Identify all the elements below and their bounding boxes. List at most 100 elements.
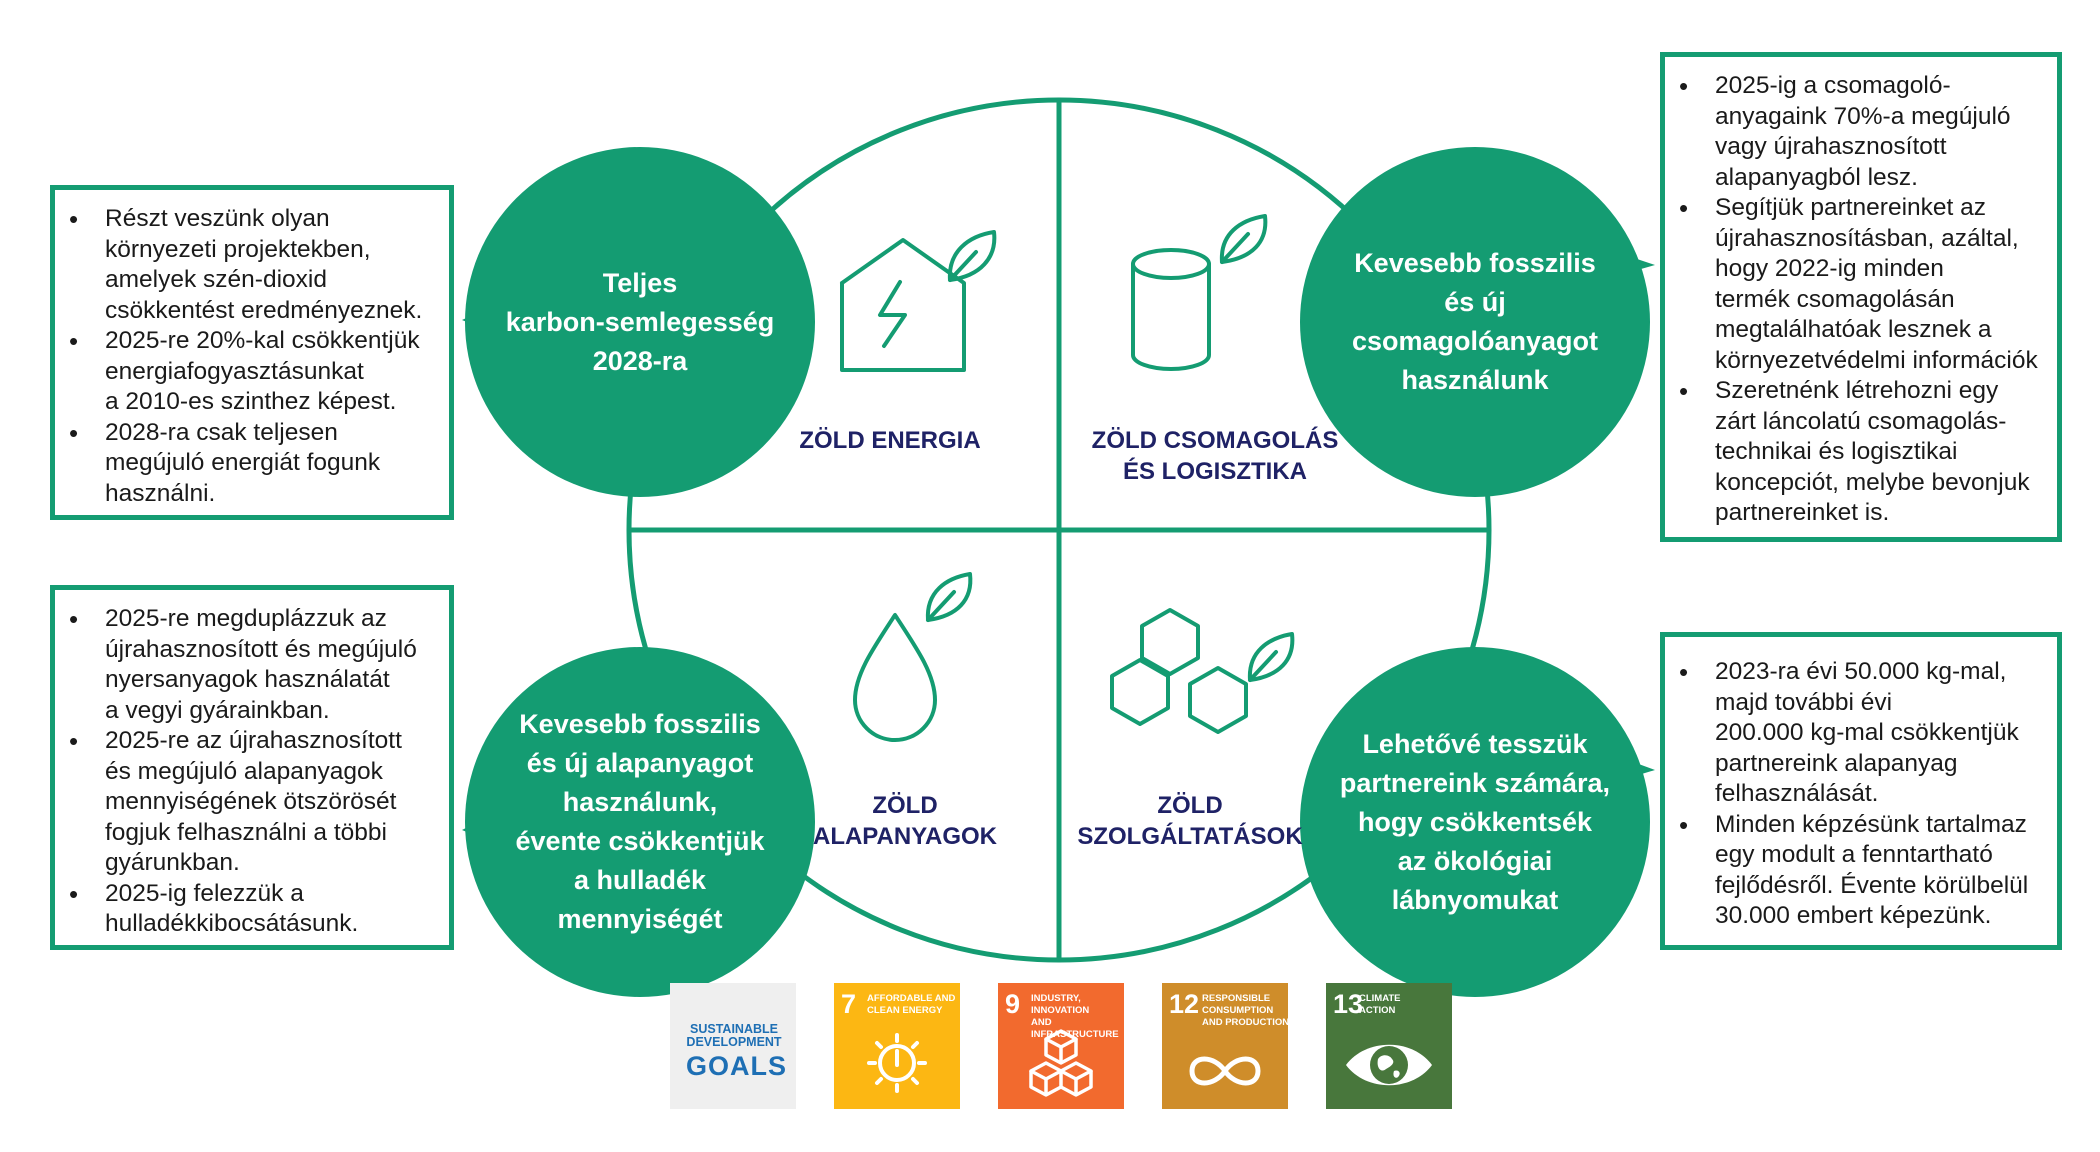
goal-top-right-text: Kevesebb fosszilis és új csomagolóanyago… bbox=[1310, 172, 1640, 472]
category-line: ALAPANYAGOK bbox=[812, 823, 998, 850]
bullet-line: zárt láncolatú csomagolás- bbox=[1715, 407, 2007, 435]
sdg-label-line: ACTION bbox=[1359, 1005, 1396, 1016]
bullet-item: 2025-ig felezzük a hulladékkibocsátásunk… bbox=[69, 879, 449, 940]
bullet-line: használni. bbox=[105, 479, 216, 507]
bullet-line: újrahasznosított és megújuló bbox=[105, 635, 417, 663]
category-line: ZÖLD ENERGIA bbox=[799, 427, 981, 454]
bullet-line: hulladékkibocsátásunk. bbox=[105, 910, 359, 937]
bullet-line: felhasználását. bbox=[1715, 780, 1879, 807]
bullet-line: alapanyagból lesz. bbox=[1715, 163, 1918, 191]
bullet-line: mennyiségének ötszörösét bbox=[105, 788, 397, 815]
bullet-line: megtalálhatóak lesznek a bbox=[1715, 316, 1992, 343]
bullet-item: 2025-re 20%-kal csökkentjük energiafogya… bbox=[69, 326, 449, 418]
bullet-line: 2023-ra évi 50.000 kg-mal, bbox=[1715, 658, 2007, 685]
bullet-item: Részt veszünk olyan környezeti projektek… bbox=[69, 204, 449, 326]
goal-line: évente csökkentjük bbox=[515, 826, 765, 856]
goal-line: karbon-semlegesség bbox=[505, 306, 775, 337]
bullet-line: egy modult a fenntartható bbox=[1715, 841, 1993, 868]
bullet-line: 2025-re megduplázzuk az bbox=[105, 605, 387, 632]
goal-line: a hulladék bbox=[573, 865, 707, 895]
sdg-logo-text: SUSTAINABLE DEVELOPMENT bbox=[686, 1023, 782, 1049]
sdg-label-line: AND INFRASTRUCTURE bbox=[1031, 1017, 1119, 1040]
category-energy: ZÖLD ENERGIA bbox=[760, 425, 1020, 456]
sdg-label: RESPONSIBLE CONSUMPTION AND PRODUCTION bbox=[1202, 993, 1292, 1029]
bullet-line: 2025-re az újrahasznosított bbox=[105, 727, 402, 754]
goal-line: használunk bbox=[1401, 365, 1549, 395]
category-line: ZÖLD CSOMAGOLÁS bbox=[1091, 427, 1339, 454]
bullet-line: Minden képzésünk tartalmaz bbox=[1715, 810, 2027, 838]
bullet-line: újrahasznosításban, azáltal, bbox=[1715, 224, 2019, 252]
bullet-line: partnereink alapanyag bbox=[1715, 749, 1958, 777]
bullet-line: majd további évi bbox=[1715, 688, 1893, 716]
bullet-line: Szeretnénk létrehozni egy bbox=[1715, 377, 1999, 404]
bullet-item: Segítjük partnereinket az újrahasznosítá… bbox=[1679, 193, 2057, 376]
bullet-line: 2025-ig felezzük a bbox=[105, 879, 304, 907]
bullet-item: 2025-ig a csomagoló- anyagaink 70%-a meg… bbox=[1679, 71, 2057, 193]
sdg-label: CLIMATE ACTION bbox=[1359, 993, 1449, 1017]
bullet-line: energiafogyasztásunkat bbox=[105, 357, 364, 385]
goal-line: használunk, bbox=[562, 787, 718, 817]
bullet-line: fejlődésről. Évente körülbelül bbox=[1715, 871, 2029, 899]
sdg-label-line: CLIMATE bbox=[1359, 993, 1401, 1004]
goal-line: Teljes bbox=[602, 267, 678, 298]
sun-power-icon bbox=[867, 1033, 927, 1093]
sdg-number: 7 bbox=[841, 989, 857, 1019]
bullet-line: 30.000 embert képezünk. bbox=[1715, 902, 1992, 929]
bullet-item: 2025-re megduplázzuk az újrahasznosított… bbox=[69, 604, 449, 726]
bullet-line: 200.000 kg-mal csökkentjük bbox=[1715, 719, 2019, 746]
bullet-item: Minden képzésünk tartalmaz egy modult a … bbox=[1679, 810, 2057, 932]
goal-line: lábnyomukat bbox=[1391, 884, 1559, 915]
bullet-line: és megújuló alapanyagok bbox=[105, 757, 383, 785]
goal-line: csomagolóanyagot bbox=[1351, 326, 1599, 356]
bullet-line: gyárunkban. bbox=[105, 849, 240, 876]
goal-circle-bottom-right bbox=[1300, 647, 1650, 997]
sdg-label-line: AFFORDABLE AND bbox=[867, 993, 956, 1004]
sdg-label-line: CONSUMPTION bbox=[1202, 1005, 1274, 1016]
bullet-item: 2028-ra csak teljesen megújuló energiát … bbox=[69, 418, 449, 510]
box-bottom-right: 2023-ra évi 50.000 kg-mal, majd további … bbox=[1660, 632, 2062, 950]
bullet-line: hogy 2022-ig minden bbox=[1715, 255, 1944, 282]
bullet-line: környezetvédelmi információk bbox=[1715, 346, 2038, 374]
infinity-icon bbox=[1189, 1056, 1261, 1086]
house-energy-icon bbox=[840, 230, 997, 372]
cylinder-packaging-icon bbox=[1131, 214, 1268, 371]
sdg-logo-line: SUSTAINABLE bbox=[690, 1022, 778, 1036]
eye-globe-icon bbox=[1346, 1044, 1432, 1086]
sdg-tile-12: 12 RESPONSIBLE CONSUMPTION AND PRODUCTIO… bbox=[1162, 983, 1289, 1109]
sdg-tile-7: 7 AFFORDABLE AND CLEAN ENERGY bbox=[834, 983, 960, 1109]
bullet-line: anyagaink 70%-a megújuló bbox=[1715, 102, 2011, 130]
bullet-line: Segítjük partnereinket az bbox=[1715, 194, 1987, 221]
sdg-logo-line: DEVELOPMENT bbox=[686, 1035, 782, 1049]
bullet-line: a vegyi gyárainkban. bbox=[105, 696, 330, 724]
category-line: SZOLGÁLTATÁSOK bbox=[1077, 823, 1303, 850]
category-line: ZÖLD bbox=[872, 792, 938, 819]
category-services: ZÖLD SZOLGÁLTATÁSOK bbox=[1065, 790, 1315, 852]
bullet-line: fogjuk felhasználni a többi bbox=[105, 818, 387, 846]
goal-bottom-left-text: Kevesebb fosszilis és új alapanyagot has… bbox=[475, 672, 805, 972]
sdg-label-line: INDUSTRY, INNOVATION bbox=[1031, 993, 1090, 1016]
bullet-line: Részt veszünk olyan bbox=[105, 205, 330, 232]
sdg-tile-9: 9 INDUSTRY, INNOVATION AND INFRASTRUCTUR… bbox=[998, 983, 1124, 1109]
goal-line: 2028-ra bbox=[592, 345, 688, 376]
box-top-right: 2025-ig a csomagoló- anyagaink 70%-a meg… bbox=[1660, 52, 2062, 542]
goal-line: az ökológiai bbox=[1397, 845, 1553, 876]
bullet-line: 2025-re 20%-kal csökkentjük bbox=[105, 327, 420, 354]
bullet-line: megújuló energiát fogunk bbox=[105, 449, 381, 476]
bullet-item: Szeretnénk létrehozni egy zárt láncolatú… bbox=[1679, 376, 2057, 529]
category-packaging: ZÖLD CSOMAGOLÁS ÉS LOGISZTIKA bbox=[1065, 425, 1365, 487]
bullet-line: amelyek szén-dioxid bbox=[105, 266, 327, 293]
goal-line: mennyiségét bbox=[557, 904, 723, 934]
sdg-label-line: CLEAN ENERGY bbox=[867, 1005, 943, 1016]
bullet-line: 2025-ig a csomagoló- bbox=[1715, 72, 1951, 99]
category-line: ÉS LOGISZTIKA bbox=[1122, 458, 1307, 485]
bullet-line: környezeti projektekben, bbox=[105, 235, 371, 263]
sdg-label-line: RESPONSIBLE bbox=[1202, 993, 1271, 1004]
box-top-left: Részt veszünk olyan környezeti projektek… bbox=[50, 185, 454, 520]
bullet-line: partnereinket is. bbox=[1715, 499, 1890, 526]
sdg-logo-tile: SUSTAINABLE DEVELOPMENT GOALS bbox=[670, 983, 796, 1109]
goal-line: és új alapanyagot bbox=[526, 748, 754, 778]
box-bottom-left: 2025-re megduplázzuk az újrahasznosított… bbox=[50, 585, 454, 950]
goal-circle-bottom-left bbox=[465, 647, 815, 997]
sdg-label: INDUSTRY, INNOVATION AND INFRASTRUCTURE bbox=[1031, 993, 1121, 1041]
